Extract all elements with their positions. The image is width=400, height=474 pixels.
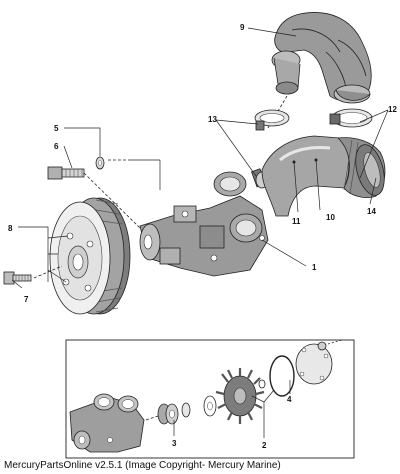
pin-inset bbox=[258, 379, 266, 389]
inset-pump-body bbox=[69, 393, 145, 453]
callout-10: 10 bbox=[326, 213, 335, 222]
callout-5: 5 bbox=[54, 124, 59, 133]
callout-2: 2 bbox=[262, 441, 267, 450]
cover-bolt-inset bbox=[317, 339, 343, 351]
copyright-footer: MercuryPartsOnline v2.5.1 (Image Copyrig… bbox=[4, 460, 281, 471]
callout-8: 8 bbox=[8, 224, 13, 233]
callout-7: 7 bbox=[24, 295, 29, 304]
callout-1: 1 bbox=[312, 263, 317, 272]
seal-part-3 bbox=[157, 402, 191, 425]
callout-9: 9 bbox=[240, 23, 245, 32]
bolt-part-7 bbox=[3, 271, 32, 285]
callout-12: 12 bbox=[388, 105, 397, 114]
cover-plate-inset bbox=[295, 343, 333, 385]
callout-14: 14 bbox=[367, 207, 376, 216]
callout-13: 13 bbox=[208, 115, 217, 124]
water-pump-part-1 bbox=[139, 171, 269, 277]
callout-11: 11 bbox=[292, 217, 301, 226]
leader-lines-top bbox=[11, 27, 389, 289]
pulley-part-8 bbox=[49, 197, 131, 315]
callout-4: 4 bbox=[287, 395, 292, 404]
o-ring-part-4 bbox=[269, 355, 295, 397]
callout-3: 3 bbox=[172, 439, 177, 448]
impeller-part-2 bbox=[215, 368, 265, 424]
callout-6: 6 bbox=[54, 142, 59, 151]
inset-exploded-view bbox=[65, 339, 355, 459]
hose-part-9 bbox=[271, 12, 372, 104]
bolt-washer-parts-5-6 bbox=[47, 156, 105, 180]
